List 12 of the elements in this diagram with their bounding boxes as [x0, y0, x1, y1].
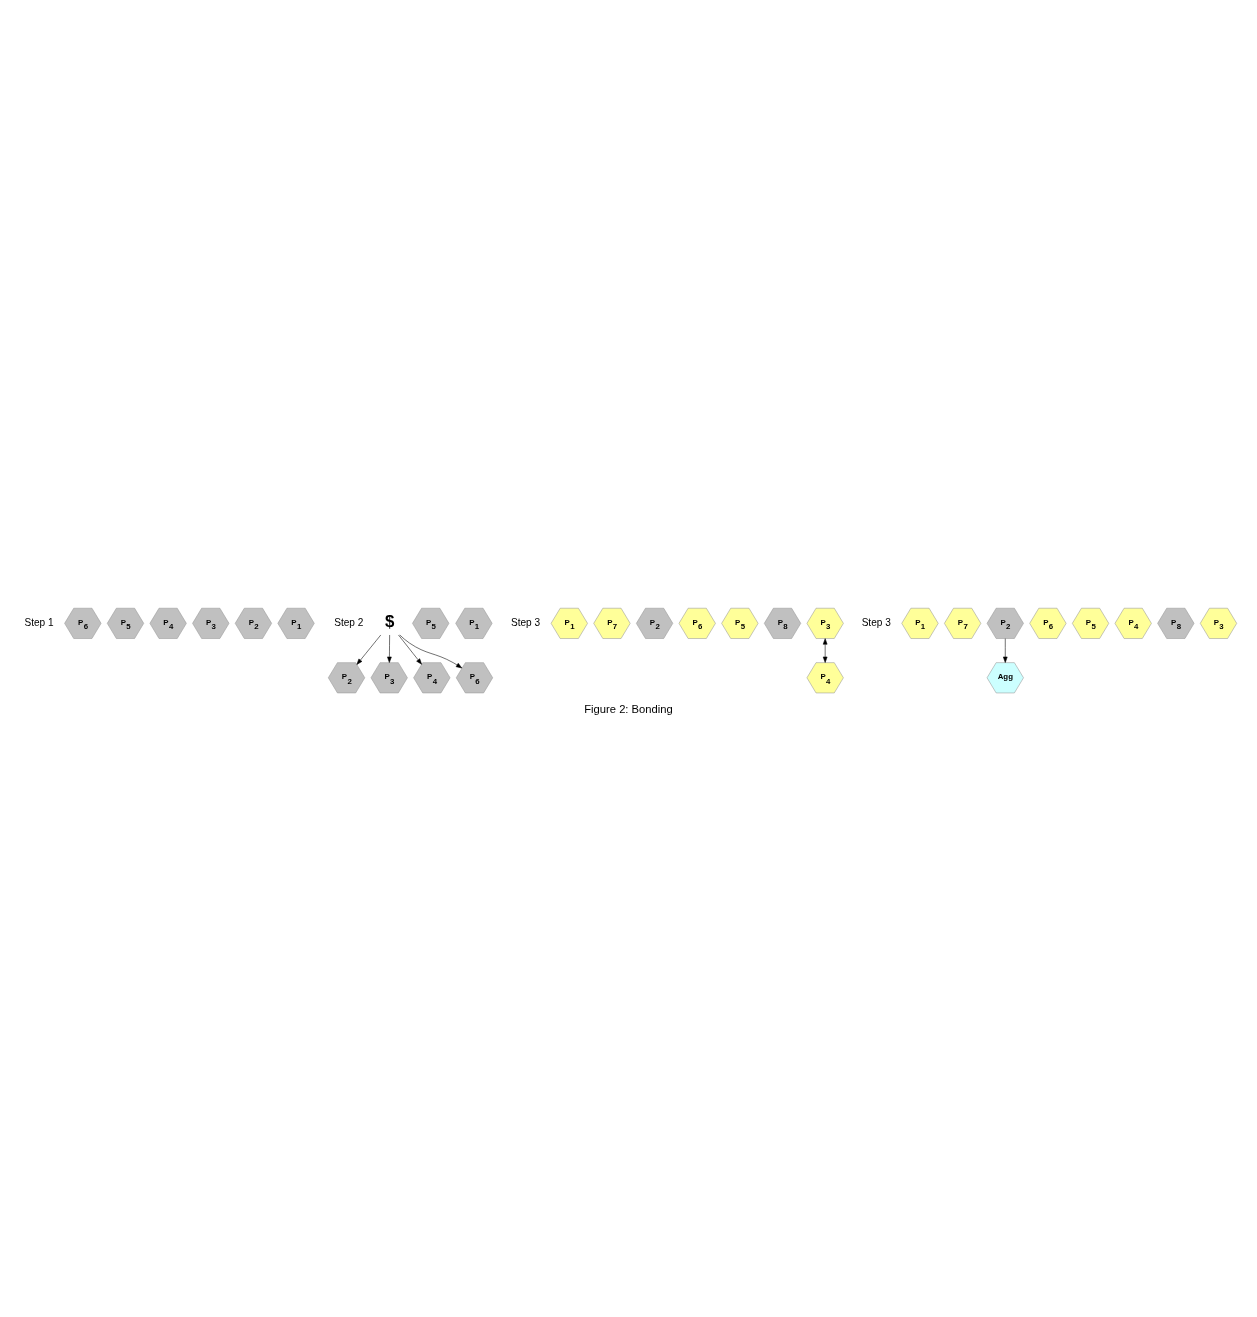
arrow [356, 634, 382, 665]
caption: Figure 2: Bonding [584, 702, 673, 715]
arrow [1003, 637, 1008, 663]
arrow [822, 637, 828, 663]
arrow [387, 634, 392, 663]
arrow [398, 634, 422, 665]
label: Step 3 [861, 616, 891, 628]
label: Step 1 [24, 616, 54, 628]
node-text: $ [384, 611, 395, 631]
label: Step 3 [510, 616, 541, 628]
label: Step 2 [334, 616, 364, 628]
arrow [399, 634, 463, 668]
